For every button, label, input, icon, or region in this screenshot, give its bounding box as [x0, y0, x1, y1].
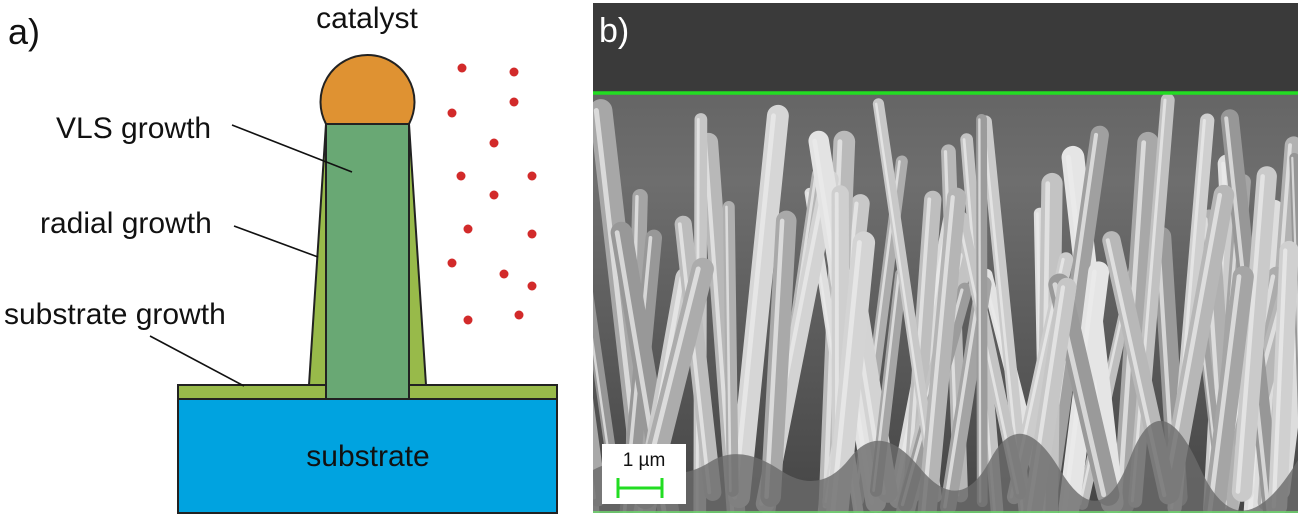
vls-leader-line: [231, 124, 353, 173]
sem-base-texture: [593, 420, 1298, 513]
nanowire-highlight: [1291, 156, 1298, 361]
vapor-particles: [447, 63, 537, 325]
nanowire: [1231, 166, 1277, 502]
panel-a-label: a): [8, 11, 40, 52]
nanowire: [593, 291, 623, 500]
nanowire-highlight: [764, 218, 785, 499]
vapor-dot: [509, 97, 519, 107]
vapor-dot: [499, 269, 509, 279]
nanowire-highlight: [1207, 274, 1242, 513]
scale-bar-label: 1 µm: [623, 450, 666, 471]
nanowire-highlight: [978, 118, 982, 503]
nanowire-forest: [559, 93, 1298, 517]
substrate-block: [177, 398, 558, 514]
nanowire-highlight: [1271, 248, 1288, 509]
vapor-dot: [527, 171, 537, 181]
radial-growth-label: radial growth: [40, 207, 212, 240]
nanowire-highlight: [732, 113, 776, 500]
nanowire-highlight: [677, 222, 712, 495]
nanowire: [1289, 152, 1298, 418]
vapor-dot: [447, 108, 457, 118]
nanowire-highlight: [943, 282, 982, 509]
catalyst-label: catalyst: [316, 2, 418, 35]
panel-a: a): [4, 2, 558, 514]
nanowire-highlight: [830, 240, 862, 513]
scale-bar-box: [602, 444, 686, 504]
nanowire: [728, 104, 789, 509]
vapor-dot: [527, 229, 537, 239]
sem-top-dark-region: [593, 3, 1298, 93]
vls-growth-label: VLS growth: [56, 112, 211, 145]
nanowire: [760, 210, 797, 507]
panel-b: b) 1 µm: [559, 3, 1298, 517]
panel-b-label: b): [599, 12, 629, 50]
nanowire: [674, 215, 722, 501]
vapor-dot: [463, 224, 473, 234]
radial-leader-line: [233, 225, 319, 258]
vapor-dot: [457, 63, 467, 73]
substrate-growth-label: substrate growth: [4, 298, 226, 331]
nanowire: [917, 187, 967, 513]
nanowire-highlight: [725, 205, 732, 493]
vapor-dot: [447, 258, 457, 268]
nanowire: [722, 200, 739, 497]
scale-bar: 1 µm: [602, 444, 686, 504]
nanowire: [976, 113, 988, 508]
nanowire: [1268, 240, 1298, 513]
substrate-growth-leader-line: [149, 335, 245, 387]
vapor-dot: [456, 171, 466, 181]
nanowire-core: [325, 123, 410, 400]
vapor-dot: [489, 138, 499, 148]
vapor-dot: [527, 281, 537, 291]
nanowire-highlight: [1235, 174, 1265, 494]
vapor-dot: [514, 310, 524, 320]
catalyst-droplet: [319, 53, 416, 125]
nanowire: [1203, 265, 1254, 513]
nanowire-highlight: [1130, 98, 1167, 503]
nanowire-highlight: [874, 102, 936, 499]
vapor-dot: [489, 190, 499, 200]
nanowire-highlight: [559, 137, 586, 517]
substrate-label: substrate: [306, 440, 429, 473]
nanowire: [593, 423, 600, 513]
nanowire-highlight: [593, 337, 616, 496]
vapor-dot: [463, 315, 473, 325]
vapor-dot: [509, 67, 519, 77]
nanowire: [1128, 93, 1175, 508]
nanowire-highlight: [921, 195, 955, 513]
